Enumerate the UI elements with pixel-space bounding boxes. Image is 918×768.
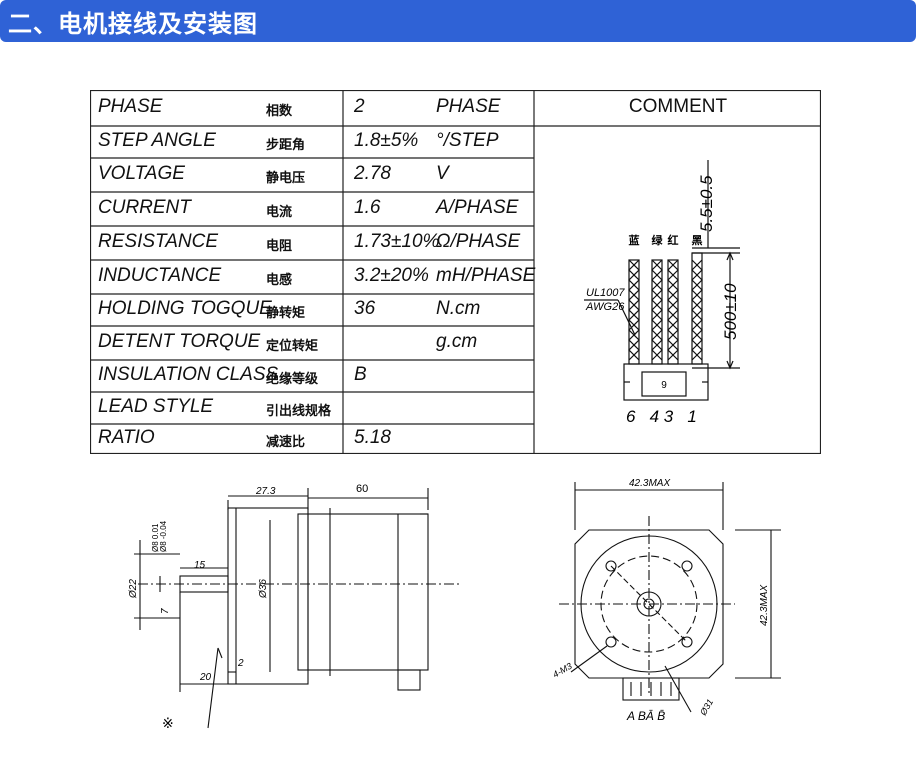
spec-unit: g.cm — [436, 331, 478, 353]
dim-front-width: 42.3MAX — [629, 478, 670, 489]
mount-hole — [605, 560, 617, 572]
dim-shaft-length: 20 — [199, 672, 212, 683]
pcd-label: Ø31 — [698, 697, 716, 718]
dim-tolerance-2: Ø8 -0.04 — [159, 520, 168, 552]
dim-flange-thickness: 2 — [237, 658, 244, 669]
spec-value: 1.6 — [354, 197, 381, 219]
mount-hole-label: 4-M3 — [551, 661, 574, 680]
section-banner: 二、电机接线及安装图 — [0, 0, 916, 42]
spec-value: 2 — [354, 96, 365, 118]
spec-unit: A/PHASE — [436, 197, 519, 219]
spec-label: INDUCTANCE — [98, 265, 222, 287]
spec-label-cn: 静电压 — [266, 170, 306, 186]
dim-front-height: 42.3MAX — [759, 585, 770, 626]
spec-table — [90, 90, 821, 454]
dim-gearbox: 27.3 — [255, 486, 276, 497]
mount-hole — [681, 636, 693, 648]
section-title: 二、电机接线及安装图 — [8, 10, 258, 38]
spec-unit: °/STEP — [436, 130, 499, 152]
motor-face — [574, 529, 724, 679]
spec-label: INSULATION CLASS — [98, 364, 279, 386]
mount-hole — [681, 560, 693, 572]
spec-label: LEAD STYLE — [98, 396, 214, 418]
wire-bundle — [628, 252, 703, 365]
spec-value: B — [354, 364, 367, 386]
spec-value: 1.8±5% — [354, 130, 419, 152]
lead-length-dim: 500±10 — [721, 283, 740, 340]
spec-value: 1.73±10% — [354, 231, 440, 253]
spec-label-cn: 步距角 — [266, 137, 306, 153]
spec-label-cn: 减速比 — [266, 434, 306, 450]
strip-length-dim: 5.5±0.5 — [697, 175, 716, 232]
dim-shaft-dia: Ø22 — [128, 579, 139, 599]
spec-value: 3.2±20% — [354, 265, 429, 287]
spec-unit: N.cm — [436, 298, 481, 320]
connector-pins — [622, 677, 680, 701]
phase-labels: A BĀ B̄ — [626, 709, 665, 723]
spec-label-cn: 绝缘等级 — [266, 371, 319, 387]
spec-label: CURRENT — [98, 197, 191, 219]
mount-hole — [605, 636, 617, 648]
spec-value: 36 — [354, 298, 376, 320]
wire-color-2: 绿 — [652, 233, 664, 247]
dim-key-length: 15 — [194, 560, 206, 571]
spec-label-cn: 电流 — [266, 204, 293, 220]
cable-spec-2: AWG26 — [585, 301, 625, 313]
spec-label-cn: 相数 — [266, 103, 293, 119]
spec-label: DETENT TORQUE — [98, 331, 261, 353]
spec-label: RATIO — [98, 427, 155, 449]
cable-spec-1: UL1007 — [586, 287, 625, 299]
wiring-diagram: 9 蓝 绿 红 黑 UL1007 AWG26 5.5±0.5 500±10 6 … — [584, 160, 740, 426]
spec-unit: mH/PHASE — [436, 265, 536, 287]
spec-unit: Ω/PHASE — [436, 231, 521, 253]
spec-label: RESISTANCE — [98, 231, 219, 253]
spec-label-cn: 电阻 — [266, 238, 293, 254]
dim-flange-dia: Ø36 — [258, 579, 269, 599]
spec-label: VOLTAGE — [98, 163, 185, 185]
spec-label: STEP ANGLE — [98, 130, 216, 152]
front-view-drawing: 42.3MAX 42.3MAX 4-M3 Ø31 A BĀ B̄ — [551, 478, 781, 723]
spec-label: HOLDING TOGQUE — [98, 298, 272, 320]
wire-color-3: 红 — [668, 233, 679, 247]
comment-header: COMMENT — [628, 96, 728, 117]
dim-key-width: 7 — [160, 608, 171, 614]
wire-color-1: 蓝 — [629, 233, 640, 247]
spec-value: 5.18 — [354, 427, 391, 449]
spec-label-cn: 静转矩 — [266, 305, 306, 321]
row-dividers — [90, 125, 534, 425]
dim-motor: 60 — [356, 483, 368, 495]
marker-symbol: ※ — [162, 716, 174, 732]
spec-label-cn: 电感 — [266, 272, 293, 288]
side-view-drawing: 27.3 60 Ø8 0.01 Ø8 -0.04 Ø22 Ø36 15 7 2 … — [128, 483, 460, 732]
spec-unit: PHASE — [436, 96, 501, 118]
wire-color-4: 黑 — [692, 234, 703, 247]
spec-label-cn: 定位转矩 — [266, 338, 319, 354]
connector-label: 9 — [661, 380, 667, 391]
spec-value: 2.78 — [354, 163, 391, 185]
spec-label: PHASE — [98, 96, 163, 118]
spec-label-cn: 引出线规格 — [266, 403, 332, 419]
spec-unit: V — [436, 163, 449, 185]
dim-tolerance-1: Ø8 0.01 — [151, 523, 160, 552]
pin-numbers: 6 4 3 1 — [626, 407, 697, 426]
motor-body — [297, 513, 429, 671]
